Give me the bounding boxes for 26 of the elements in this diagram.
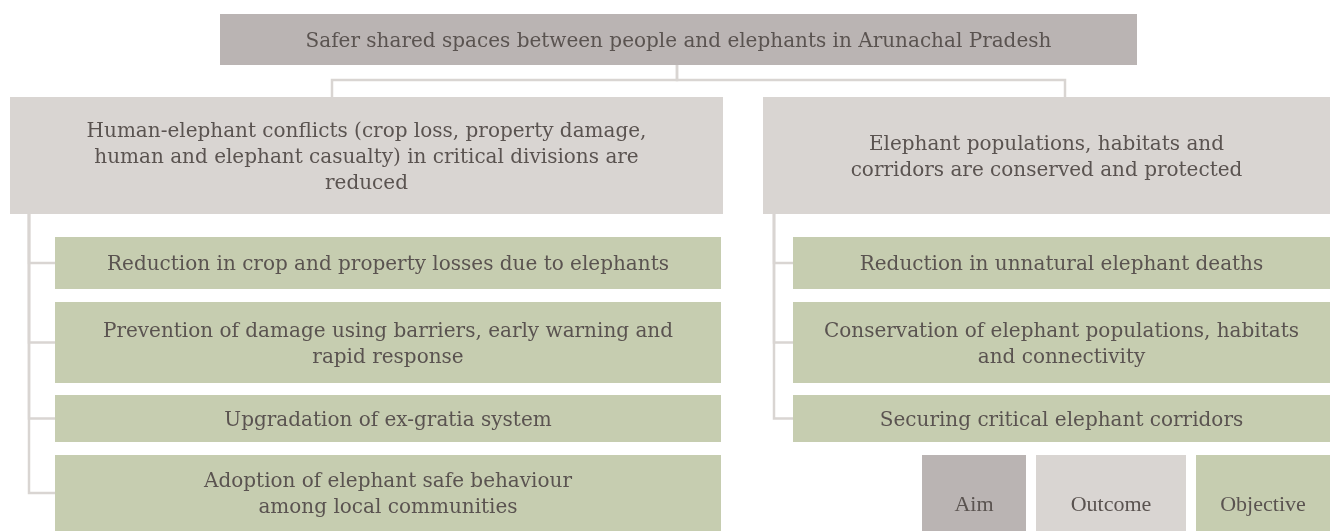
connector-line [675,65,1067,97]
node-text: Reduction in crop and property losses due to elephants [107,250,669,276]
objective-box [793,302,1330,383]
node-text: Securing critical elephant corridors [879,405,1244,432]
node-text: Conservation of elephant populations, habitats and connectivity [823,316,1300,369]
node-text: Upgradation of ex-gratia system [224,405,552,432]
node-text: Safer shared spaces between people and elephants in Arunachal Pradesh [305,26,1052,53]
objective-box [55,395,721,442]
node-text: Human-elephant conflicts (crop loss, property damage, human and elephant casualty) in critical divisions are reduced [85,116,648,195]
node-text: Reduction in unnatural elephant deaths [859,250,1264,276]
objective-box [55,455,721,531]
outcome-box [763,97,1330,214]
legend-swatch: Outcome [1036,455,1186,531]
objective-box [55,237,721,289]
outcome-box [10,97,723,214]
node-text: Prevention of damage using barriers, early warning and rapid response [101,316,675,369]
aim-box [220,14,1137,65]
objective-box [793,395,1330,442]
objective-box [793,237,1330,289]
node-text: Adoption of elephant safe behaviour among local communities [203,467,573,519]
legend-swatch: Aim [922,455,1026,531]
connector-line [27,214,55,495]
objective-box [55,302,721,383]
connector-line [772,214,793,420]
node-text: Elephant populations, habitats and corridors are conserved and protected [849,129,1244,182]
legend-swatch: Objective [1196,455,1330,531]
